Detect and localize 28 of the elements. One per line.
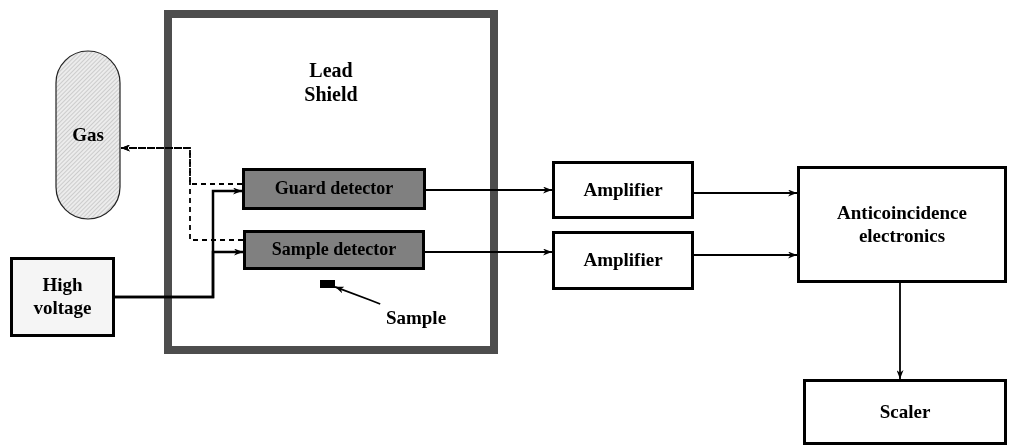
box-label: Sample detector [270, 239, 398, 261]
process-box [803, 379, 1007, 445]
process-box [797, 166, 1007, 283]
box-label: Amplifier [582, 178, 664, 202]
lead-shield-box [164, 10, 498, 354]
sample-bar [320, 280, 335, 288]
power-supply-box [10, 257, 115, 337]
shield-label: Lead Shield [303, 58, 359, 106]
box-label: Anticoincidence electronics [836, 201, 968, 248]
process-box [552, 161, 694, 219]
sample-label: Sample [384, 306, 448, 330]
box-label: High voltage [32, 274, 93, 320]
leader-line [334, 285, 382, 305]
detector-box [242, 168, 426, 210]
dashed-arrow [120, 144, 243, 185]
dashed-arrow [120, 144, 244, 241]
arrow [425, 186, 553, 194]
arrow [896, 282, 904, 380]
process-box [552, 231, 694, 290]
arrow [424, 248, 553, 256]
box-label: Amplifier [582, 249, 664, 272]
box-label: Guard detector [273, 178, 395, 200]
box-label: Gas [71, 123, 105, 147]
box-label: Scaler [878, 400, 932, 424]
arrow [115, 248, 243, 299]
arrow [693, 251, 798, 259]
detector-box [243, 230, 425, 270]
arrow [693, 189, 798, 197]
